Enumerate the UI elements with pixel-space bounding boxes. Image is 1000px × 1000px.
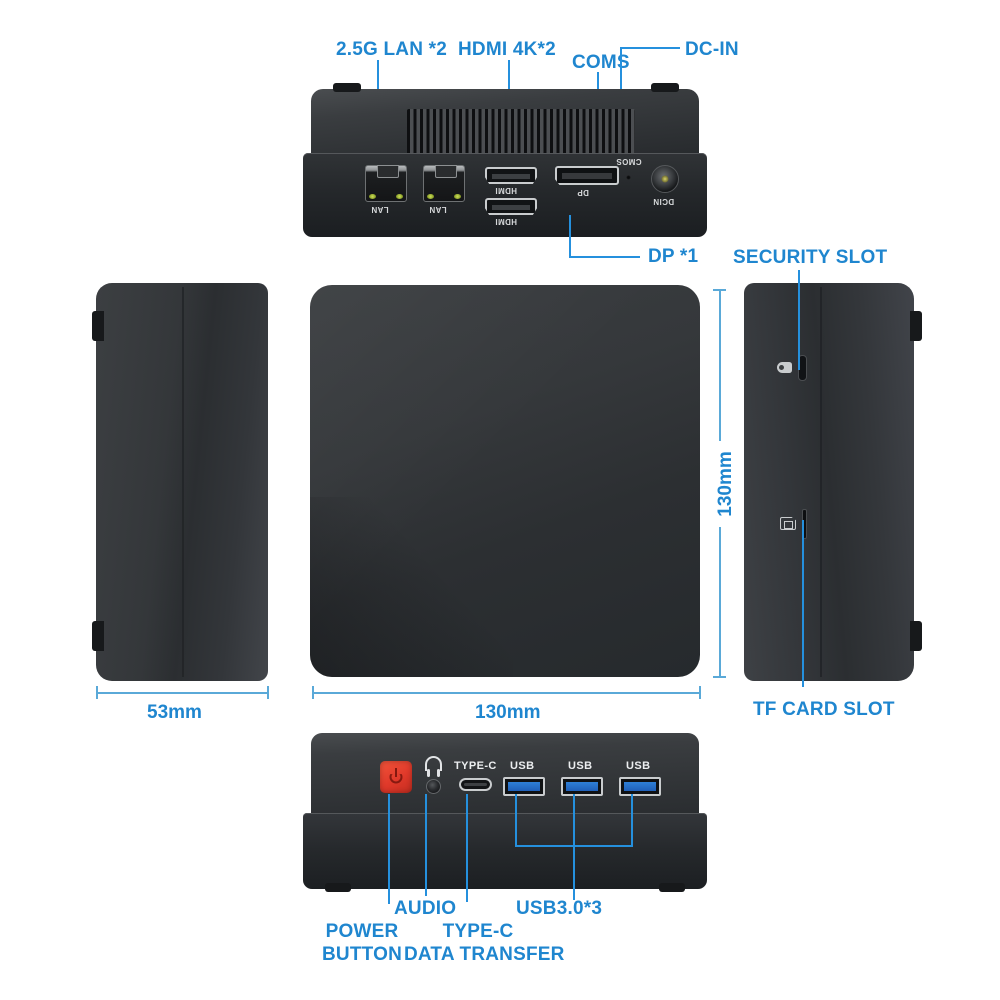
right-side-shell bbox=[744, 283, 914, 681]
right-side-seam bbox=[820, 287, 822, 677]
dim-tick-left-b bbox=[267, 686, 269, 699]
leader-usb-a bbox=[515, 794, 517, 846]
label-hdmi: HDMI 4K*2 bbox=[458, 39, 556, 60]
foot-tab-bottom-right bbox=[910, 621, 922, 651]
label-dcin: DC-IN bbox=[685, 39, 739, 60]
front-label-usb-2: USB bbox=[568, 760, 593, 772]
front-label-usb-3: USB bbox=[626, 760, 651, 772]
dim-line-top-width bbox=[312, 692, 700, 694]
leader-security-slot bbox=[798, 270, 800, 370]
front-lower-shell bbox=[303, 813, 707, 889]
dim-label-side-width: 53mm bbox=[140, 702, 209, 724]
audio-jack bbox=[426, 779, 441, 794]
leader-usb-b bbox=[573, 794, 575, 846]
left-side-seam bbox=[182, 287, 184, 677]
label-audio: AUDIO bbox=[394, 898, 457, 919]
dim-tick-side-a bbox=[713, 289, 726, 291]
foot-tab-bottom-left bbox=[92, 621, 104, 651]
dim-line-side-width bbox=[96, 692, 268, 694]
leader-audio bbox=[425, 794, 427, 896]
leader-dp-v bbox=[569, 215, 571, 257]
label-power-button-line1: POWER bbox=[325, 921, 399, 942]
device-top-view bbox=[310, 285, 700, 677]
dim-tick-left-a bbox=[96, 686, 98, 699]
dim-label-top-width: 130mm bbox=[468, 702, 548, 724]
cmos-reset-pinhole bbox=[626, 175, 631, 180]
front-foot-right bbox=[659, 883, 685, 892]
port-label-dcin: DCIN bbox=[653, 197, 675, 206]
port-hdmi-2 bbox=[485, 198, 537, 215]
top-shell bbox=[310, 285, 700, 677]
leader-dp-h bbox=[569, 256, 640, 258]
headphone-icon bbox=[425, 756, 442, 777]
port-label-cmos: CMOS bbox=[616, 157, 642, 166]
device-front-view: TYPE-C USB USB USB bbox=[303, 733, 707, 893]
power-button[interactable] bbox=[380, 761, 412, 793]
label-typec-line1: TYPE-C bbox=[442, 921, 514, 942]
device-rear-view: LAN LAN HDMI HDMI DP CMOS DCIN bbox=[303, 83, 707, 245]
dim-tick-side-b bbox=[713, 676, 726, 678]
port-hdmi-1 bbox=[485, 167, 537, 184]
label-coms: COMS bbox=[572, 52, 630, 73]
rear-port-panel: LAN LAN HDMI HDMI DP CMOS DCIN bbox=[303, 153, 707, 237]
leader-tf-card-slot bbox=[802, 520, 804, 687]
port-type-c bbox=[459, 778, 492, 791]
dim-tick-top-b bbox=[699, 686, 701, 699]
device-left-side-view bbox=[92, 283, 272, 681]
port-dc-in bbox=[651, 165, 679, 193]
label-dp: DP *1 bbox=[648, 246, 699, 267]
front-label-usb-1: USB bbox=[510, 760, 535, 772]
label-typec-line2: DATA TRANSFER bbox=[404, 944, 565, 965]
ventilation-grille bbox=[407, 109, 635, 157]
sd-card-icon bbox=[780, 517, 796, 530]
port-label-lan-2: LAN bbox=[429, 205, 447, 214]
leader-typec bbox=[466, 794, 468, 902]
label-tf-card-slot: TF CARD SLOT bbox=[753, 699, 895, 720]
leader-power-button bbox=[388, 794, 390, 904]
front-label-typec: TYPE-C bbox=[454, 760, 497, 772]
leader-usb-c bbox=[631, 794, 633, 846]
port-lan-2 bbox=[423, 165, 465, 202]
label-security-slot: SECURITY SLOT bbox=[733, 247, 888, 268]
port-lan-1 bbox=[365, 165, 407, 202]
leader-usb-stem bbox=[573, 845, 575, 900]
label-power-button-line2: BUTTON bbox=[321, 944, 402, 965]
port-label-hdmi-1: HDMI bbox=[495, 186, 518, 195]
label-lan: 2.5G LAN *2 bbox=[336, 39, 447, 60]
port-usb-2 bbox=[561, 777, 603, 796]
security-lock-icon bbox=[777, 362, 792, 373]
device-right-side-view bbox=[744, 283, 922, 681]
port-displayport bbox=[555, 166, 619, 185]
dim-label-side-height: 130mm bbox=[715, 441, 737, 527]
dim-tick-top-a bbox=[312, 686, 314, 699]
rear-upper-shell bbox=[311, 89, 699, 161]
port-usb-3 bbox=[619, 777, 661, 796]
port-label-hdmi-2: HDMI bbox=[495, 217, 518, 226]
port-label-lan-1: LAN bbox=[371, 205, 389, 214]
foot-tab-left bbox=[333, 83, 361, 92]
port-label-dp: DP bbox=[577, 188, 589, 197]
label-usb: USB3.0*3 bbox=[516, 898, 603, 919]
front-foot-left bbox=[325, 883, 351, 892]
front-upper-shell: TYPE-C USB USB USB bbox=[311, 733, 699, 819]
foot-tab-right bbox=[651, 83, 679, 92]
foot-tab-top-left bbox=[92, 311, 104, 341]
leader-dcin-h bbox=[621, 47, 680, 49]
port-usb-1 bbox=[503, 777, 545, 796]
foot-tab-top-right bbox=[910, 311, 922, 341]
